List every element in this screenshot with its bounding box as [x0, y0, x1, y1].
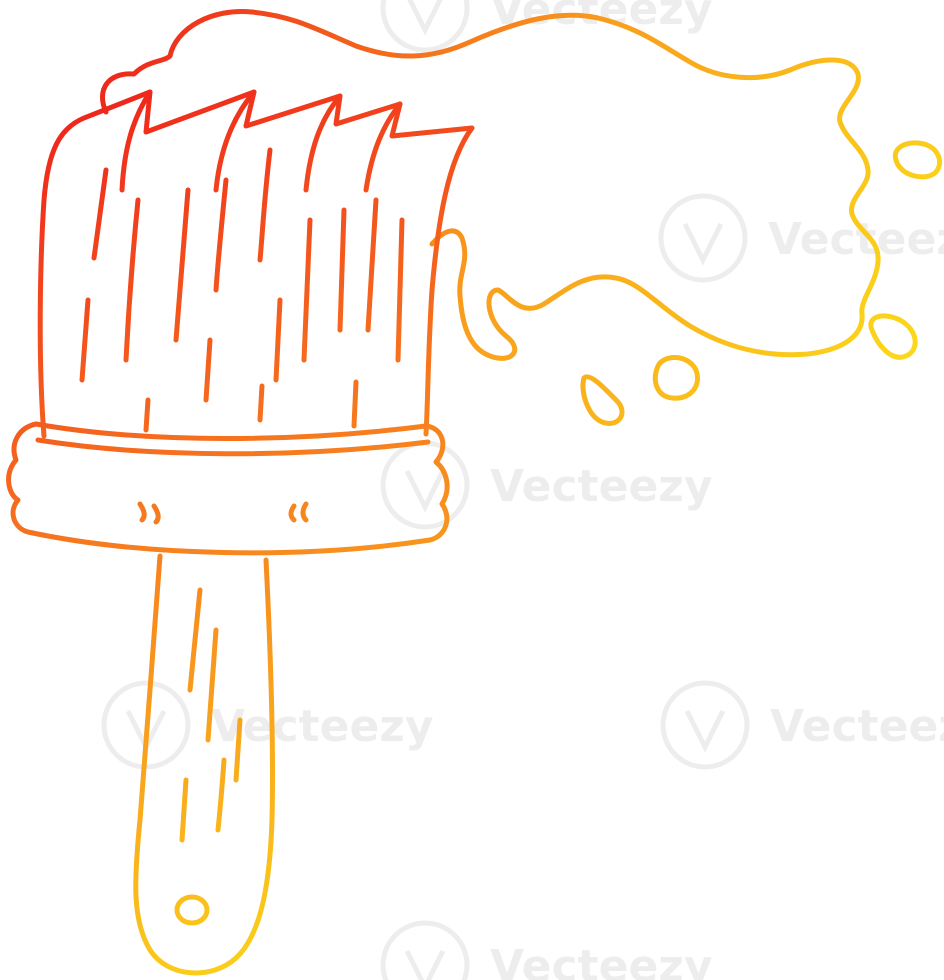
bristle-top-ridge	[303, 93, 343, 193]
bristle-top-ridge	[119, 89, 153, 193]
ferrule-outline	[6, 421, 450, 556]
watermark-layer: Vecteezy Vecteezy Vecteezy Vecteezy Vect…	[101, 0, 944, 980]
paint-droplet	[868, 313, 918, 360]
brush-bristles	[37, 89, 475, 439]
paint-splash	[100, 8, 942, 426]
ferrule-rivet	[288, 503, 297, 523]
paint-droplet	[652, 355, 700, 401]
brush-handle	[133, 553, 276, 976]
ferrule-rivet	[151, 503, 161, 525]
ferrule-rivet	[300, 501, 309, 523]
ferrule-rivet	[137, 501, 147, 523]
handle-grain-line	[187, 587, 203, 693]
watermark-logo-icon	[380, 920, 470, 980]
bristle-top-ridge	[363, 101, 403, 193]
handle-grain-line	[233, 717, 243, 783]
handle-hang-hole	[174, 894, 210, 926]
paint-droplet	[580, 374, 625, 426]
watermark-label: Vecteezy	[211, 701, 434, 752]
watermark-label: Vecteezy	[490, 941, 713, 980]
ferrule-top-band	[35, 437, 431, 457]
watermark-logo-icon	[660, 680, 750, 770]
brush-ferrule	[6, 421, 450, 556]
handle-outline	[133, 553, 276, 976]
handle-grain-line	[205, 627, 219, 743]
handle-grain-line	[179, 777, 189, 843]
watermark-logo-icon	[380, 0, 470, 53]
watermark-logo-icon	[658, 193, 748, 283]
watermark-label: Vecteezy	[770, 701, 944, 752]
paint-splash-outline	[100, 8, 881, 361]
bristle-top-ridge	[213, 89, 257, 193]
bristles-outline	[37, 89, 475, 439]
bristle-strokes	[79, 147, 405, 433]
watermark-logo-icon	[380, 440, 470, 530]
paint-droplet	[892, 140, 942, 180]
watermark-label: Vecteezy	[490, 461, 713, 512]
handle-grain-line	[215, 757, 227, 833]
